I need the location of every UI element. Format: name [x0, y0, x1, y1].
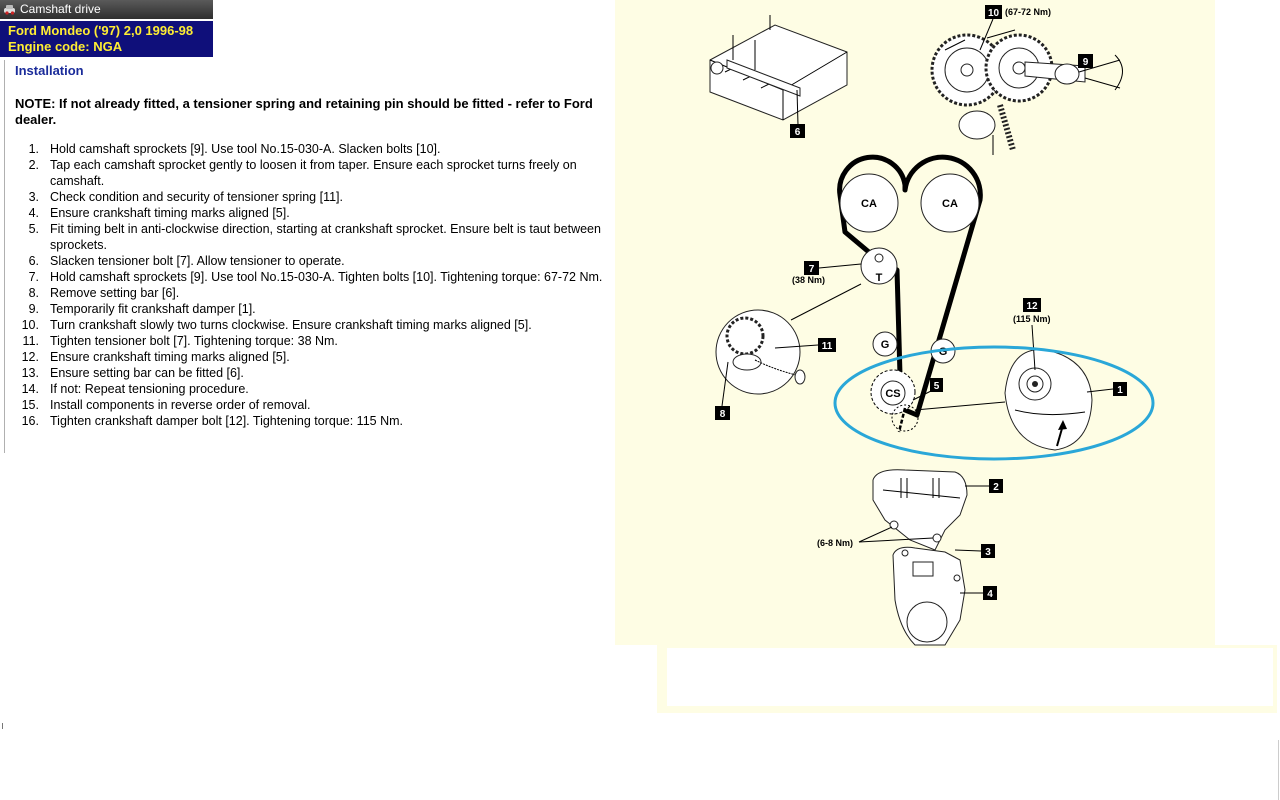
- callout-9: 9: [1078, 54, 1093, 68]
- sprocket-tool-drawing: [930, 29, 1123, 155]
- diagram-blank-area: [667, 648, 1273, 706]
- crankshaft-damper-drawing: [912, 349, 1093, 451]
- svg-text:12: 12: [1026, 301, 1038, 312]
- idler-pulley-left: G: [872, 331, 898, 357]
- svg-text:G: G: [881, 339, 890, 351]
- svg-text:7: 7: [809, 264, 815, 275]
- list-item: 8.Remove setting bar [6].: [28, 286, 180, 300]
- list-item: 15.Install components in reverse order o…: [21, 398, 311, 412]
- callout-8: 8: [715, 406, 730, 420]
- svg-text:9: 9: [1083, 57, 1089, 68]
- callout-10: 10: [985, 5, 1002, 19]
- window-title: Camshaft drive: [20, 2, 101, 16]
- list-item: 4.Ensure crankshaft timing marks aligned…: [28, 206, 290, 220]
- torque-label-12: (115 Nm): [1013, 314, 1051, 324]
- svg-text:10: 10: [988, 8, 1000, 19]
- list-item: 6.Slacken tensioner bolt [7]. Allow tens…: [28, 254, 345, 268]
- scroll-tick: [2, 723, 3, 729]
- section-title: Installation: [15, 63, 84, 78]
- list-item: 13.Ensure setting bar can be fitted [6].: [21, 366, 244, 380]
- car-icon: [4, 5, 15, 15]
- installation-note: NOTE: If not already fitted, a tensioner…: [15, 96, 593, 127]
- svg-text:2: 2: [993, 482, 999, 493]
- list-item: 11.Tighten tensioner bolt [7]. Tightenin…: [22, 334, 338, 348]
- svg-text:CA: CA: [942, 198, 958, 210]
- list-item: 9.Temporarily fit crankshaft damper [1].: [28, 302, 256, 316]
- svg-text:G: G: [939, 346, 948, 358]
- callout-11: 11: [818, 338, 836, 352]
- divider: [4, 60, 5, 453]
- torque-label-23: (6-8 Nm): [817, 538, 853, 548]
- callout-2: 2: [989, 479, 1003, 493]
- callout-12: 12: [1023, 298, 1041, 312]
- callout-5: 5: [930, 378, 943, 392]
- svg-text:CS: CS: [885, 388, 900, 400]
- svg-text:CA: CA: [861, 198, 877, 210]
- list-item: 16.Tighten crankshaft damper bolt [12]. …: [21, 414, 403, 428]
- tensioner-spring-drawing: [715, 283, 862, 395]
- callout-4: 4: [983, 586, 997, 600]
- callout-3: 3: [981, 544, 995, 558]
- camshaft-pulley-right: CA: [920, 173, 980, 233]
- crankshaft-sprocket: CS: [870, 369, 919, 433]
- steps-list: 1.Hold camshaft sprockets [9]. Use tool …: [15, 141, 615, 429]
- tensioner-pulley: T: [860, 247, 898, 285]
- list-item: 1.Hold camshaft sprockets [9]. Use tool …: [28, 142, 441, 156]
- callout-1: 1: [1113, 382, 1127, 396]
- callout-7: 7: [804, 261, 819, 275]
- list-item: 5.Fit timing belt in anti-clockwise dire…: [28, 222, 601, 252]
- svg-text:T: T: [876, 272, 883, 284]
- list-item: 3.Check condition and security of tensio…: [28, 190, 343, 204]
- timing-cover-drawing: [872, 469, 968, 646]
- svg-text:6: 6: [795, 127, 801, 138]
- engine-code: Engine code: NGA: [8, 39, 123, 54]
- highlight-ellipse: [833, 345, 1155, 461]
- svg-text:5: 5: [934, 381, 940, 392]
- setting-bar-drawing: [709, 15, 848, 126]
- callout-6: 6: [790, 124, 805, 138]
- edge-line: [1278, 740, 1279, 800]
- list-item: 7.Hold camshaft sprockets [9]. Use tool …: [28, 270, 603, 284]
- window-titlebar[interactable]: Camshaft drive: [0, 0, 213, 19]
- list-item: 2.Tap each camshaft sprocket gently to l…: [28, 158, 577, 188]
- vehicle-info-panel: Ford Mondeo ('97) 2,0 1996-98 Engine cod…: [0, 21, 213, 57]
- camshaft-pulley-left: CA: [839, 173, 899, 233]
- svg-text:8: 8: [720, 409, 726, 420]
- vehicle-model: Ford Mondeo ('97) 2,0 1996-98: [8, 23, 194, 38]
- svg-text:3: 3: [985, 547, 991, 558]
- list-item: 10.Turn crankshaft slowly two turns cloc…: [21, 318, 532, 332]
- svg-text:11: 11: [822, 341, 833, 352]
- svg-text:4: 4: [987, 589, 993, 600]
- instructions-panel: Installation NOTE: If not already fitted…: [15, 63, 615, 443]
- timing-belt: [837, 154, 983, 418]
- camshaft-drive-diagram: 10 (67-72 Nm) 9 6 CA CA T G G CS: [615, 0, 1277, 713]
- list-item: 12.Ensure crankshaft timing marks aligne…: [21, 350, 290, 364]
- list-item: 14.If not: Repeat tensioning procedure.: [21, 382, 249, 396]
- torque-label-7: (38 Nm): [792, 275, 825, 285]
- svg-text:1: 1: [1117, 385, 1123, 396]
- torque-label-10: (67-72 Nm): [1005, 7, 1051, 17]
